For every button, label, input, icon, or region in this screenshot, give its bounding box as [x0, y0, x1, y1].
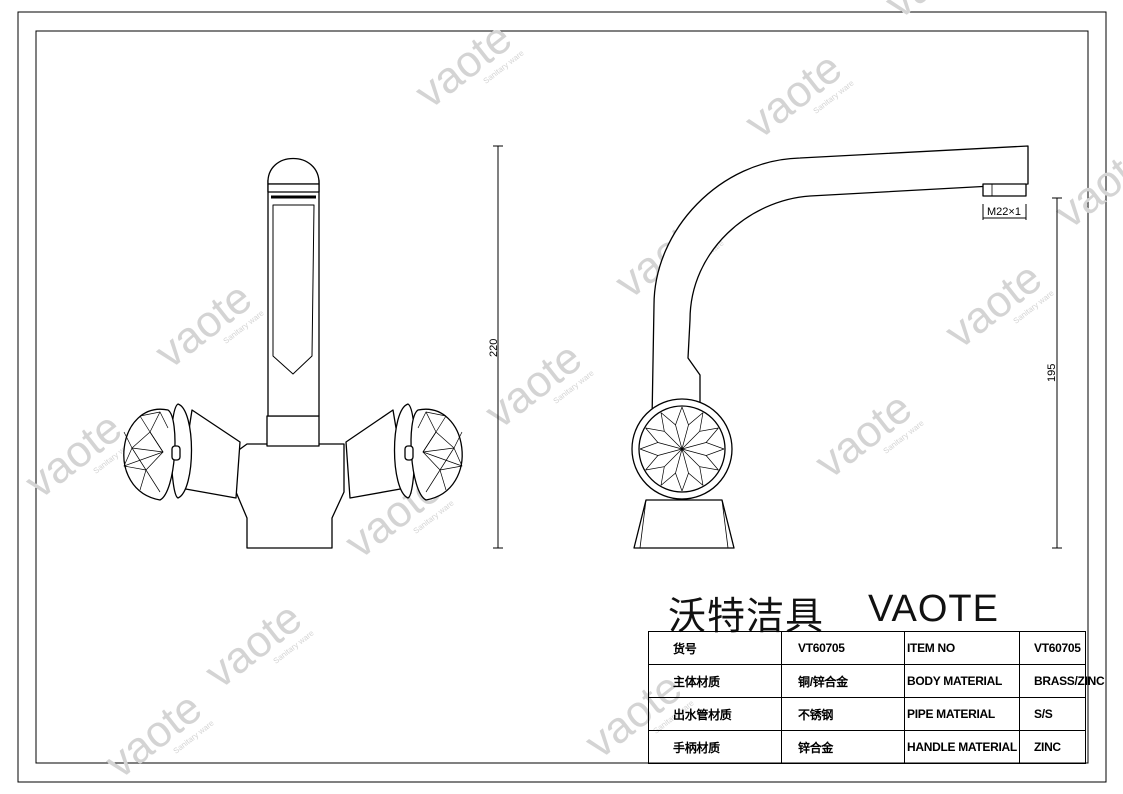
facet-lines	[639, 406, 725, 492]
watermark-text: vaote	[876, 0, 991, 28]
cell-en-value: S/S	[1019, 697, 1086, 731]
cell-en-label: HANDLE MATERIAL	[904, 730, 1020, 764]
cell-cn-value: 不锈钢	[781, 697, 905, 731]
cell-cn-label: 主体材质	[648, 664, 782, 698]
front-right-handle	[345, 403, 463, 501]
thread-dimension-line	[982, 204, 1027, 220]
outer-border	[17, 11, 1107, 783]
spec-table: 货号 VT60705 ITEM NO VT60705 主体材质 铜/锌合金 BO…	[648, 631, 1105, 764]
cell-en-label: BODY MATERIAL	[904, 664, 1020, 698]
cell-cn-label: 手柄材质	[648, 730, 782, 764]
cell-en-label: PIPE MATERIAL	[904, 697, 1020, 731]
front-height-label: 220	[488, 339, 500, 357]
cell-cn-value: 锌合金	[781, 730, 905, 764]
cell-cn-label: 货号	[648, 631, 782, 665]
cell-cn-value: VT60705	[781, 631, 905, 665]
cell-en-label: ITEM NO	[904, 631, 1020, 665]
inner-border	[35, 30, 1089, 764]
side-handle-facets	[639, 406, 725, 492]
front-dimension-line	[493, 145, 503, 549]
front-view-faucet	[235, 157, 345, 549]
table-row: 手柄材质 锌合金 HANDLE MATERIAL ZINC	[648, 730, 1086, 764]
watermark-text: vaote	[1046, 133, 1123, 238]
table-row: 货号 VT60705 ITEM NO VT60705	[648, 631, 1086, 665]
cell-cn-value: 铜/锌合金	[781, 664, 905, 698]
front-left-handle	[123, 403, 241, 501]
table-row: 出水管材质 不锈钢 PIPE MATERIAL S/S	[648, 697, 1086, 731]
side-dimension-line	[1052, 197, 1062, 549]
thread-label: M22×1	[987, 206, 1021, 218]
brand-title-chinese: 沃特洁具	[668, 594, 825, 638]
table-row: 主体材质 铜/锌合金 BODY MATERIAL BRASS/ZINC	[648, 664, 1105, 698]
cell-cn-label: 出水管材质	[648, 697, 782, 731]
cell-en-value: BRASS/ZINC	[1019, 664, 1105, 698]
cell-en-value: ZINC	[1019, 730, 1086, 764]
brand-title-english: VAOTE	[868, 588, 999, 630]
cell-en-value: VT60705	[1019, 631, 1086, 665]
side-height-label: 195	[1046, 364, 1058, 382]
